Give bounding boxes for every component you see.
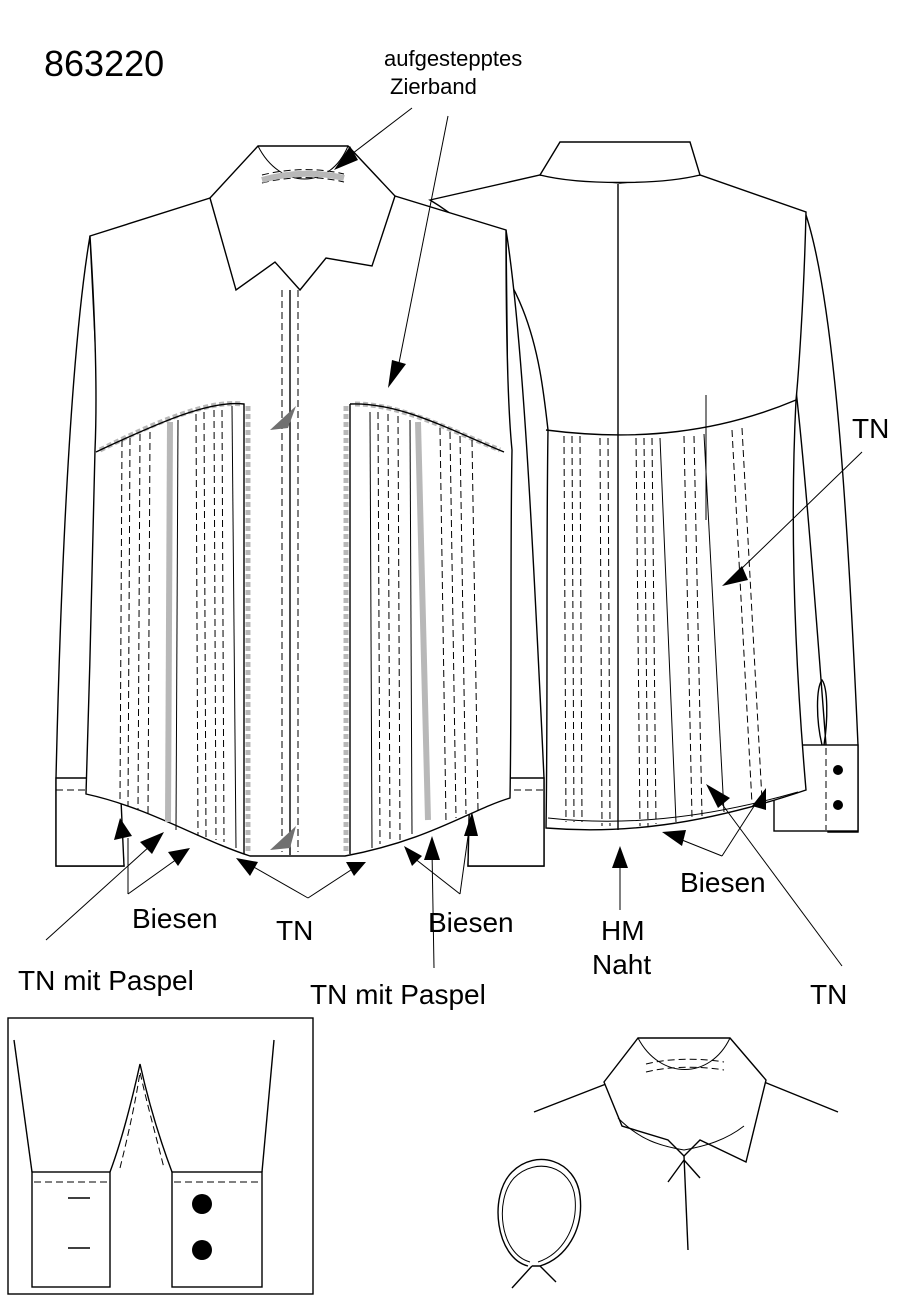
label-hm: HM	[601, 915, 645, 946]
model-number: 863220	[44, 43, 164, 84]
label-tn-piping-center: TN mit Paspel	[310, 979, 486, 1010]
label-tn-piping-left: TN mit Paspel	[18, 965, 194, 996]
label-pintucks-left: Biesen	[132, 903, 218, 934]
label-tn-center: TN	[276, 915, 313, 946]
cuff-detail	[7, 1017, 314, 1295]
label-tn-back-top: TN	[852, 413, 889, 444]
collar-detail	[497, 1037, 839, 1289]
label-decorative-band-1: aufgestepptes	[384, 46, 522, 71]
label-pintucks-back: Biesen	[680, 867, 766, 898]
label-decorative-band-2: Zierband	[390, 74, 477, 99]
label-seam: Naht	[592, 949, 651, 980]
shirt-front-view	[55, 145, 545, 867]
label-pintucks-center: Biesen	[428, 907, 514, 938]
shirt-back-view	[428, 141, 859, 833]
annotation-arrows	[45, 107, 863, 969]
label-tn-back-bottom: TN	[810, 979, 847, 1010]
